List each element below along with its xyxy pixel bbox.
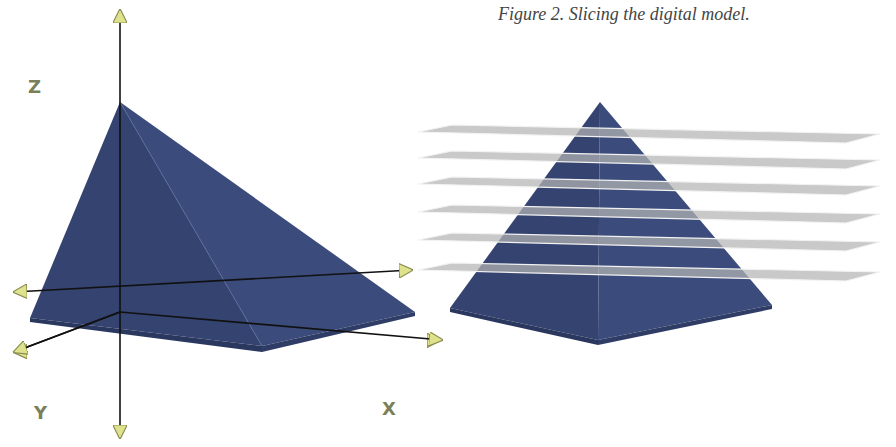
slice-plane	[418, 263, 880, 281]
figure-caption: Figure 2. Slicing the digital model.	[498, 4, 750, 25]
pyramid	[30, 102, 415, 352]
axis-label: Y	[34, 402, 47, 423]
slice-plane	[418, 177, 880, 195]
axis-label: Z	[28, 76, 41, 97]
axes	[14, 10, 442, 438]
slice-plane	[418, 233, 880, 251]
slice-plane	[418, 151, 880, 169]
axis-label: X	[382, 398, 396, 419]
slice-plane	[418, 205, 880, 223]
slicing-planes	[418, 125, 880, 281]
slice-plane	[418, 125, 880, 143]
